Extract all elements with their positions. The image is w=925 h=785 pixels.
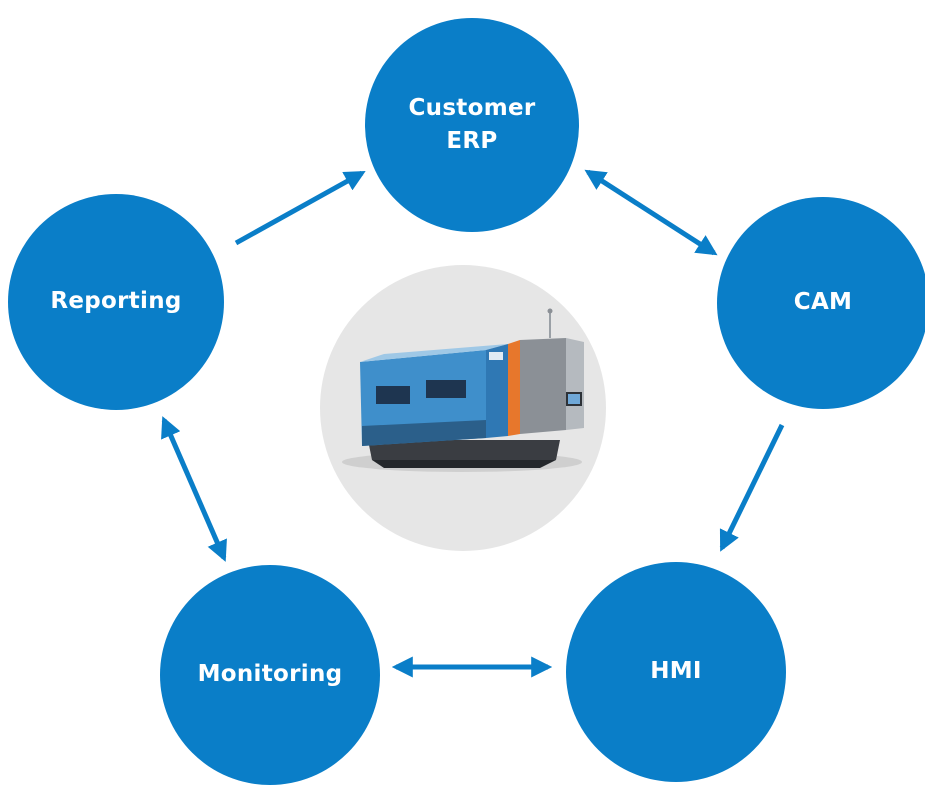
node-label-monitoring: Monitoring	[197, 661, 343, 688]
arrow-erp-cam	[584, 169, 718, 256]
node-label-reporting: Reporting	[50, 288, 182, 315]
node-cam: CAM	[717, 197, 925, 409]
node-label-cam: CAM	[793, 289, 853, 316]
node-monitoring: Monitoring	[160, 565, 380, 785]
node-label-customer-erp: Customer ERP	[408, 94, 536, 154]
arrow-reporting-to-erp	[234, 170, 366, 246]
laser-cutting-machine-image	[342, 308, 584, 472]
arrow-monitoring-reporting	[161, 416, 227, 562]
arrow-cam-to-hmi	[719, 423, 785, 552]
node-customer-erp: Customer ERP	[365, 18, 579, 232]
node-label-hmi: HMI	[650, 658, 702, 685]
node-reporting: Reporting	[8, 194, 224, 410]
node-hmi: HMI	[566, 562, 786, 782]
